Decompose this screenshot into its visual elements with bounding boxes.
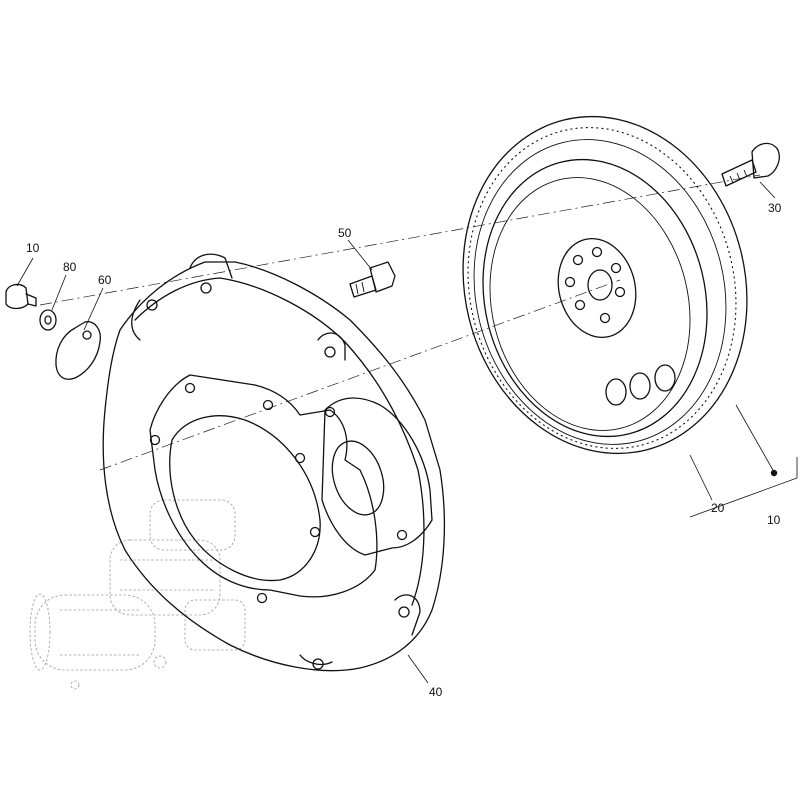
callout-60: 60 — [98, 273, 112, 287]
plate-bolt — [5, 283, 37, 310]
leader-lines — [16, 181, 798, 684]
callout-80: 80 — [63, 260, 77, 274]
center-axis — [39, 174, 761, 306]
flywheel-bolt — [721, 142, 780, 187]
callout-20: 20 — [711, 501, 725, 515]
flywheel-housing — [102, 253, 446, 672]
callout-30: 30 — [768, 201, 782, 215]
flywheel-ring-gear — [462, 115, 748, 455]
starter-motor-phantom — [29, 499, 246, 690]
callout-50: 50 — [338, 226, 352, 240]
housing-bolt — [349, 261, 396, 298]
callout-dot — [770, 469, 778, 477]
cover-plate — [55, 321, 101, 380]
callout-10: 10 — [767, 513, 781, 527]
washer — [39, 309, 57, 331]
center-axis-lower — [99, 279, 621, 471]
callout-40: 40 — [429, 685, 443, 699]
callout-70: 10 — [26, 241, 40, 255]
